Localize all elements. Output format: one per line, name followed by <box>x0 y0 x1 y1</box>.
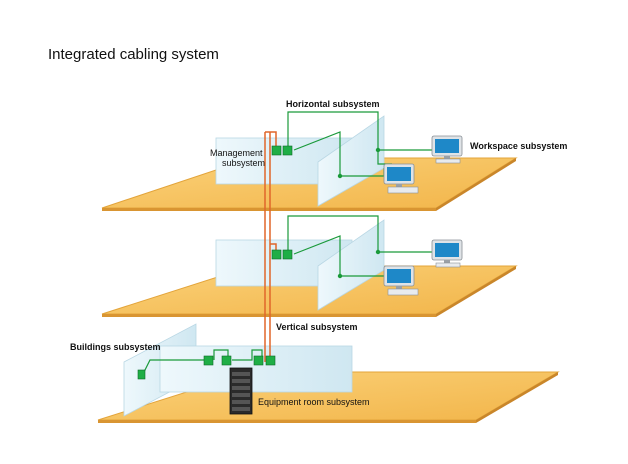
computer-icon <box>431 135 463 164</box>
floor-top <box>101 115 518 211</box>
computer-icon <box>383 163 419 194</box>
label-horizontal-subsystem: Horizontal subsystem <box>286 99 380 109</box>
outlet-dot <box>375 147 381 153</box>
patch-panel <box>253 355 264 366</box>
floor-edge <box>102 208 436 211</box>
label-vertical-subsystem: Vertical subsystem <box>276 322 358 332</box>
outlet-dot <box>337 273 343 279</box>
outlet-dot <box>375 249 381 255</box>
floor-bottom <box>97 323 560 423</box>
floor-edge <box>102 314 436 317</box>
floor-edge <box>98 420 476 423</box>
building-entry-panel <box>137 369 146 380</box>
label-management-subsystem-line2: subsystem <box>222 158 265 168</box>
patch-panel <box>282 145 293 156</box>
patch-panel <box>282 249 293 260</box>
label-workspace-subsystem: Workspace subsystem <box>470 141 567 151</box>
label-equipment-room-subsystem: Equipment room subsystem <box>258 397 370 407</box>
outlet-dot <box>337 173 343 179</box>
horizontal-cables-middle <box>287 215 432 277</box>
patch-panel <box>203 355 214 366</box>
computer-icon <box>431 239 463 268</box>
computer-icon <box>383 265 419 296</box>
patch-panels <box>137 145 381 380</box>
patch-panel <box>265 355 276 366</box>
patch-panel <box>221 355 232 366</box>
label-management-subsystem-line1: Management <box>210 148 263 158</box>
server-rack-icon <box>229 367 253 415</box>
patch-panel <box>271 249 282 260</box>
floor-edge <box>476 372 558 423</box>
floor-middle <box>101 219 518 317</box>
page-title: Integrated cabling system <box>48 46 219 63</box>
label-buildings-subsystem: Buildings subsystem <box>70 342 161 352</box>
floor-edge <box>436 158 516 211</box>
patch-panel <box>271 145 282 156</box>
equipment-room-wall <box>159 345 353 393</box>
floor-edge <box>436 266 516 317</box>
